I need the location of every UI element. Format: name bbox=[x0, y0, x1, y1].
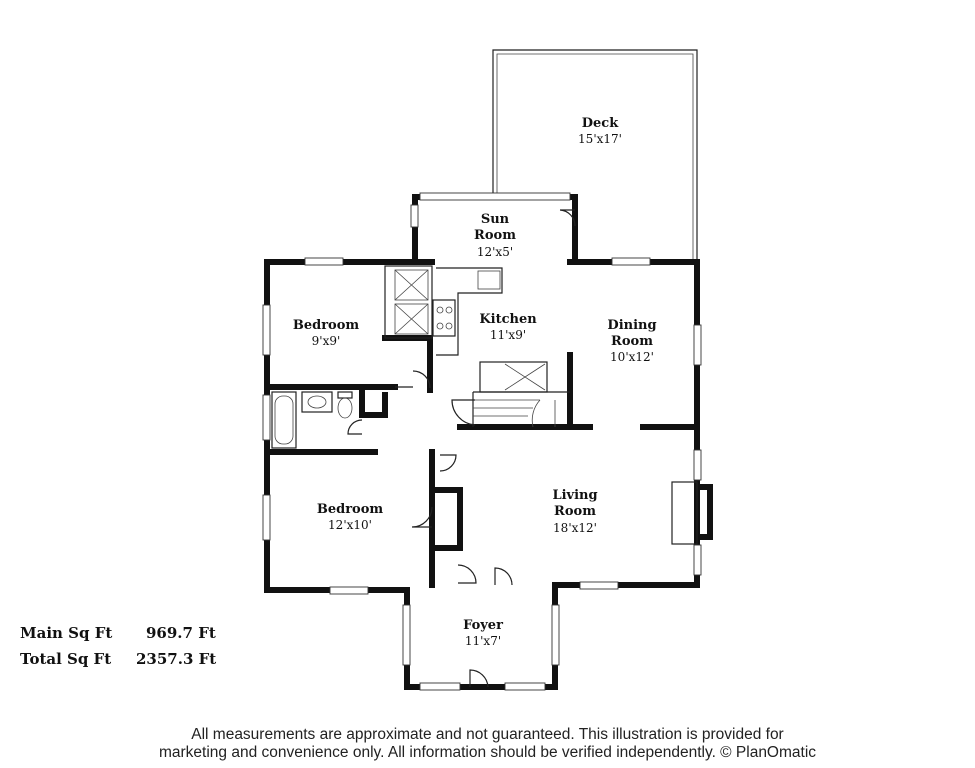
bedroom1-dims: 9'x9' bbox=[312, 334, 341, 348]
bedroom2-dims: 12'x10' bbox=[328, 518, 372, 532]
sunroom-walls bbox=[410, 192, 578, 265]
exterior-walls bbox=[262, 257, 713, 595]
deck-name: Deck bbox=[582, 116, 619, 131]
foyer-name: Foyer bbox=[463, 618, 503, 633]
living-dims: 18'x12' bbox=[553, 521, 597, 535]
sunroom-dims: 12'x5' bbox=[477, 245, 513, 259]
disclaimer-line1: All measurements are approximate and not… bbox=[191, 726, 784, 743]
living-name-line2: Room bbox=[554, 504, 596, 519]
dining-name-line2: Room bbox=[611, 334, 653, 349]
interior-walls bbox=[264, 335, 700, 588]
dining-dims: 10'x12' bbox=[610, 350, 654, 364]
living-name-line1: Living bbox=[552, 488, 597, 503]
disclaimer-line2: marketing and convenience only. All info… bbox=[158, 744, 817, 761]
main-sqft-value: 969.7 Ft bbox=[146, 624, 216, 642]
total-sqft-value: 2357.3 Ft bbox=[136, 650, 217, 668]
sunroom-name-line2: Room bbox=[474, 228, 516, 243]
bedroom2-name: Bedroom bbox=[317, 502, 384, 517]
kitchen-fixtures bbox=[384, 265, 570, 428]
deck-dims: 15'x17' bbox=[578, 132, 622, 146]
foyer-walls bbox=[402, 587, 560, 691]
kitchen-name: Kitchen bbox=[479, 312, 537, 327]
main-sqft-label: Main Sq Ft bbox=[20, 624, 113, 642]
foyer-dims: 11'x7' bbox=[465, 634, 501, 648]
deck-outline bbox=[492, 49, 698, 262]
kitchen-dims: 11'x9' bbox=[490, 328, 526, 342]
dining-name-line1: Dining bbox=[607, 318, 656, 333]
sunroom-name-line1: Sun bbox=[481, 212, 510, 227]
bedroom1-name: Bedroom bbox=[293, 318, 360, 333]
total-sqft-label: Total Sq Ft bbox=[20, 650, 112, 668]
bathroom-fixtures bbox=[271, 391, 353, 449]
